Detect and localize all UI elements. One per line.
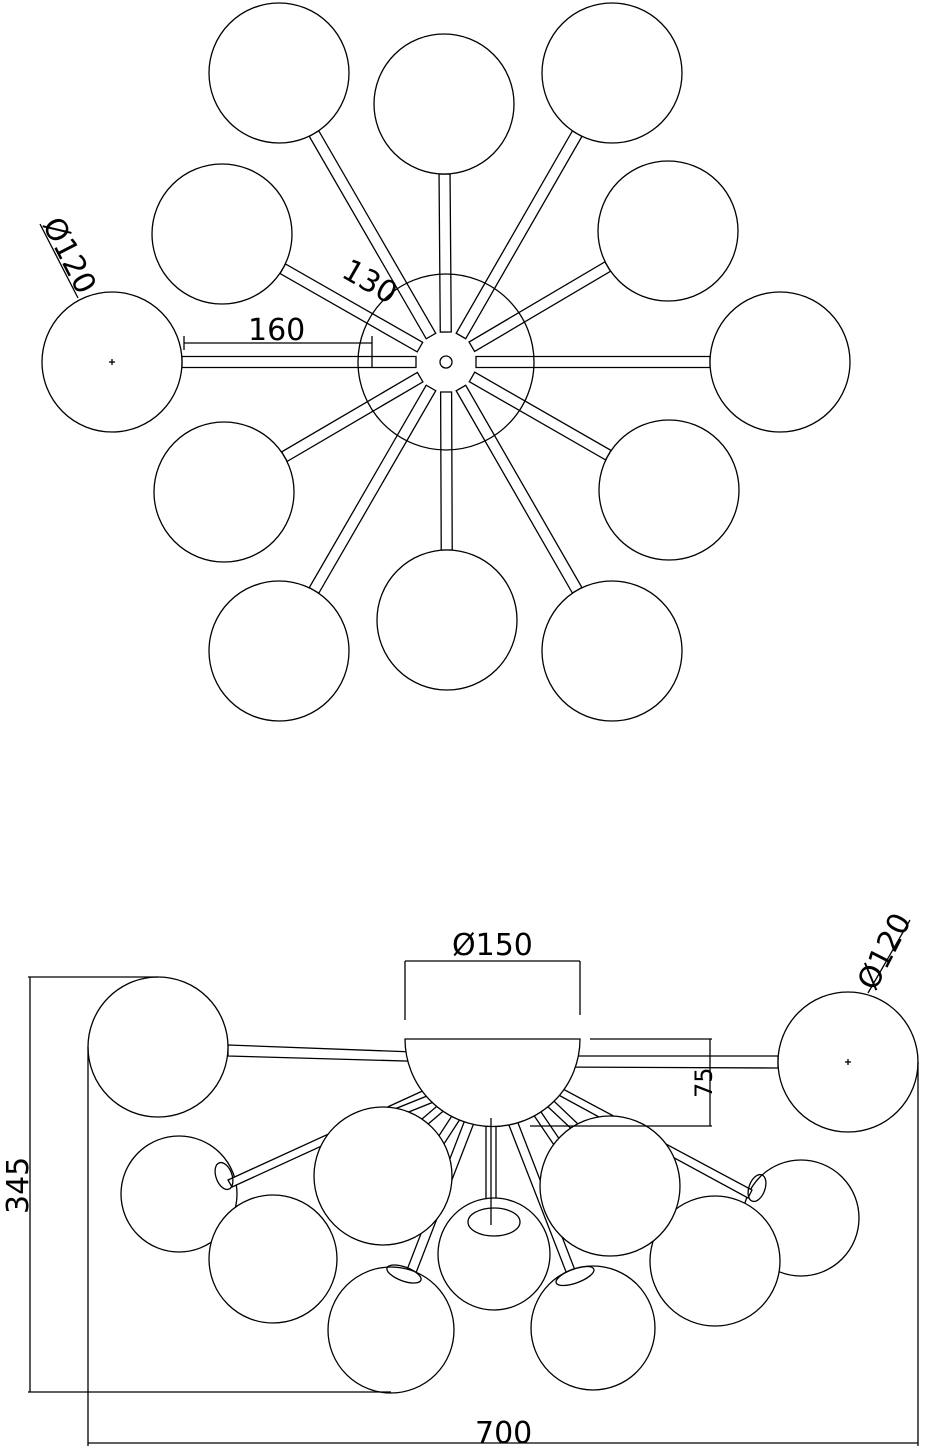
total-width-dimension: 700 [87, 1047, 919, 1448]
globe-center-mark-side [845, 1059, 851, 1065]
top-globe-7 [709, 291, 851, 433]
top-globe-2 [151, 163, 293, 305]
top-globe-6 [597, 160, 739, 302]
top-globe-3 [208, 2, 350, 144]
canopy-diameter-label: Ø150 [452, 928, 533, 963]
canopy-height-dimension: 75 [530, 1038, 718, 1127]
globe-diameter-label-top: Ø120 [35, 212, 103, 300]
total-height-label: 345 [1, 1157, 36, 1214]
top-view-canopy [357, 273, 535, 451]
total-width-label: 700 [475, 1416, 532, 1448]
side-globe-front-lower-left [327, 1266, 455, 1394]
top-globe-12 [153, 421, 295, 563]
top-view-globes [41, 2, 851, 722]
top-globe-9 [541, 580, 683, 722]
top-arm-10 [439, 391, 453, 551]
top-globe-10 [376, 549, 518, 691]
side-globe-front-upper-left [313, 1106, 453, 1246]
side-globe-front-lower-right [530, 1265, 656, 1391]
top-arm-1 [181, 355, 417, 369]
globe-center-mark [109, 359, 115, 365]
side-view-canopy [404, 1038, 581, 1128]
top-arm-7 [475, 355, 711, 369]
arm-length-dimension: 160 [183, 313, 373, 368]
top-globe-11 [208, 580, 350, 722]
side-globe-front-upper-right [539, 1115, 681, 1257]
total-height-dimension: 345 [1, 976, 391, 1393]
side-globe-mid-left [208, 1194, 338, 1324]
side-globe-back-left [120, 1135, 238, 1253]
globe-sockets [214, 1118, 767, 1287]
side-globe-left [87, 976, 229, 1118]
globe-diameter-dimension-side: Ø120 [851, 908, 919, 996]
top-globe-8 [598, 419, 740, 561]
top-view-center-hole [439, 355, 453, 369]
top-globe-4 [373, 33, 515, 175]
side-view: Ø150 75 Ø120 345 700 [1, 908, 919, 1448]
arm-length-label: 160 [248, 313, 305, 348]
top-globe-5 [541, 2, 683, 144]
canopy-height-label: 75 [690, 1067, 718, 1098]
side-globe-mid-right [649, 1195, 781, 1327]
canopy-diameter-dimension: Ø150 [404, 928, 581, 1020]
side-globe-mid-center [437, 1197, 551, 1311]
top-arm-4 [438, 173, 452, 333]
globe-diameter-dimension-top: Ø120 [35, 212, 103, 300]
top-view: 160 130 Ø120 [35, 2, 851, 722]
globe-diameter-label-side: Ø120 [851, 908, 919, 996]
